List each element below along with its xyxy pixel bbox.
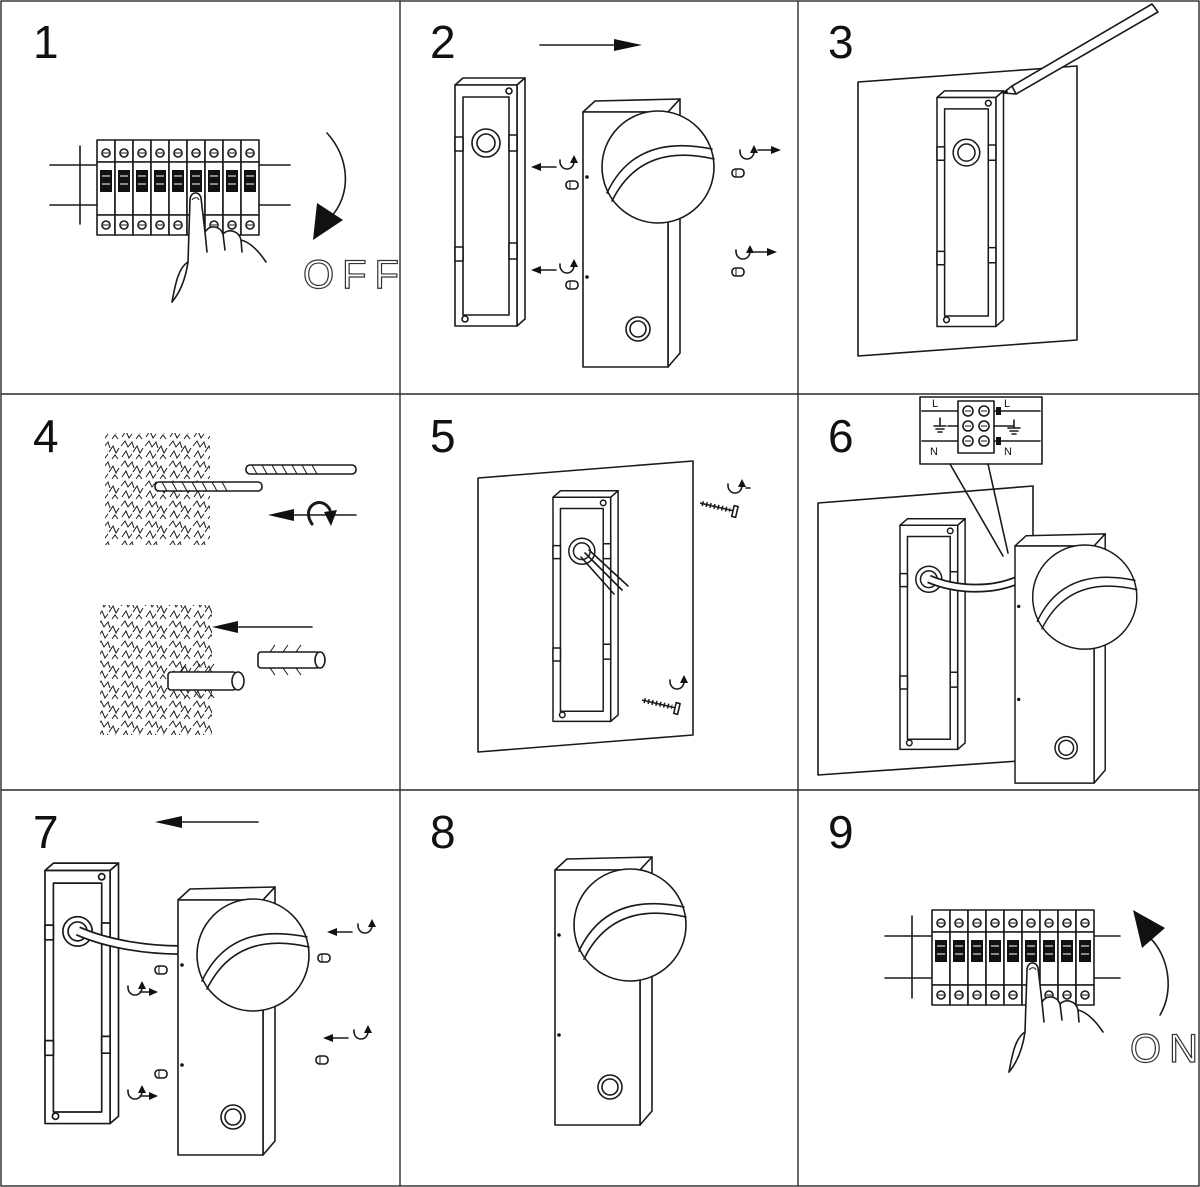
- step-number: 2: [430, 16, 456, 68]
- right-screw-hints: [731, 144, 781, 277]
- screw: [700, 503, 738, 517]
- left-screw-hints: [127, 965, 168, 1100]
- breaker-pole: [931, 909, 951, 1006]
- wall-plug: [315, 1055, 329, 1065]
- terminal-label-live-in: L: [932, 398, 938, 410]
- breaker-pole: [985, 909, 1005, 1006]
- step-number: 7: [33, 806, 59, 858]
- breaker-pole: [114, 139, 134, 236]
- step-number: 5: [430, 410, 456, 462]
- wall-plug: [731, 267, 745, 277]
- on-label: ON: [1130, 1027, 1200, 1071]
- wall-plug: [154, 1069, 168, 1079]
- terminal-label-neutral-in: N: [930, 446, 938, 458]
- step-9-panel: 9 ON: [828, 806, 1200, 1083]
- step-number: 3: [828, 16, 854, 68]
- pencil-icon: [1002, 3, 1159, 95]
- rotate-arrow-icon: [127, 980, 147, 996]
- drill-bit: [154, 481, 263, 492]
- wall-plug: [257, 644, 326, 676]
- turn-off-arrow-icon: [313, 132, 347, 240]
- off-label: OFF: [303, 253, 407, 297]
- step-number: 6: [828, 410, 854, 462]
- rotate-arrow-icon: [127, 1084, 147, 1100]
- drill-bit: [245, 464, 357, 475]
- detail-callout-lines: [949, 463, 1009, 557]
- mounting-plate: [552, 490, 619, 723]
- wall-plug: [731, 168, 745, 178]
- step-8-panel: 8: [430, 806, 687, 1126]
- terminal-label-neutral-out: N: [1004, 446, 1012, 458]
- supply-cable: [927, 574, 1020, 593]
- supply-cable: [75, 926, 181, 955]
- breaker-pole: [222, 139, 242, 236]
- wall-light-fixture: [554, 856, 687, 1126]
- breaker-pole: [967, 909, 987, 1006]
- direction-arrow-left-icon: [155, 816, 259, 828]
- wall-plug: [154, 965, 168, 975]
- direction-arrow-right-icon: [539, 39, 642, 51]
- ground-icon: [1007, 419, 1021, 435]
- step-3-panel: 3: [828, 3, 1159, 357]
- rotate-arrow-icon: [559, 154, 579, 170]
- rotate-arrow-icon: [739, 144, 759, 160]
- wall-light-fixture: [177, 886, 310, 1156]
- wall-plug: [565, 180, 579, 190]
- right-screw-hints: [315, 918, 377, 1065]
- step-6-panel: 6: [817, 396, 1138, 784]
- mounting-plate: [899, 518, 966, 751]
- wall-plug: [565, 280, 579, 290]
- rotate-arrow-icon: [735, 244, 755, 260]
- breaker-pole: [240, 139, 260, 236]
- breaker-pole: [132, 139, 152, 236]
- mounting-plate: [454, 77, 526, 327]
- breaker-pole: [1003, 909, 1023, 1006]
- rotate-arrow-icon: [559, 258, 579, 274]
- mounting-plate: [936, 90, 1005, 328]
- terminal-block-detail: L N L N: [919, 396, 1043, 465]
- rotate-arrow-icon: [353, 1024, 373, 1040]
- wall-plug: [317, 953, 331, 963]
- wall-light-fixture: [582, 98, 715, 368]
- turn-on-arrow-icon: [1133, 910, 1169, 1016]
- step-2-panel: 2: [430, 16, 781, 368]
- breaker-pole: [1075, 909, 1095, 1006]
- mounting-plate: [44, 862, 120, 1125]
- step-number: 4: [33, 410, 59, 462]
- din-rail: [884, 915, 1121, 999]
- breaker-panel: [931, 909, 1095, 1006]
- step-number: 8: [430, 806, 456, 858]
- step-number: 9: [828, 806, 854, 858]
- drill-direction-arrow-icon: [268, 501, 357, 526]
- breaker-pole: [1057, 909, 1077, 1006]
- rotate-arrow-icon: [357, 918, 377, 934]
- terminal-label-live-out: L: [1004, 398, 1010, 410]
- breaker-panel: [96, 139, 260, 236]
- rotate-arrow-icon: [727, 478, 747, 494]
- left-screw-hints: [531, 154, 579, 290]
- breaker-pole: [168, 139, 188, 236]
- step-4-panel: 4: [33, 410, 357, 735]
- ground-icon: [933, 417, 947, 433]
- breaker-pole: [949, 909, 969, 1006]
- wall-light-fixture: [1014, 533, 1138, 784]
- supply-wires: [580, 549, 629, 595]
- breaker-pole: [1039, 909, 1059, 1006]
- step-5-panel: 5: [430, 410, 751, 753]
- breaker-pole: [204, 139, 224, 236]
- breaker-pole: [150, 139, 170, 236]
- din-rail: [49, 145, 291, 225]
- step-1-panel: 1 OFF: [33, 16, 407, 313]
- wall-section-plugs: [100, 605, 212, 735]
- step-number: 1: [33, 16, 59, 68]
- insert-arrow-icon: [212, 621, 313, 633]
- wall-plug: [167, 663, 245, 699]
- step-7-panel: 7: [33, 806, 377, 1156]
- breaker-pole: [96, 139, 116, 236]
